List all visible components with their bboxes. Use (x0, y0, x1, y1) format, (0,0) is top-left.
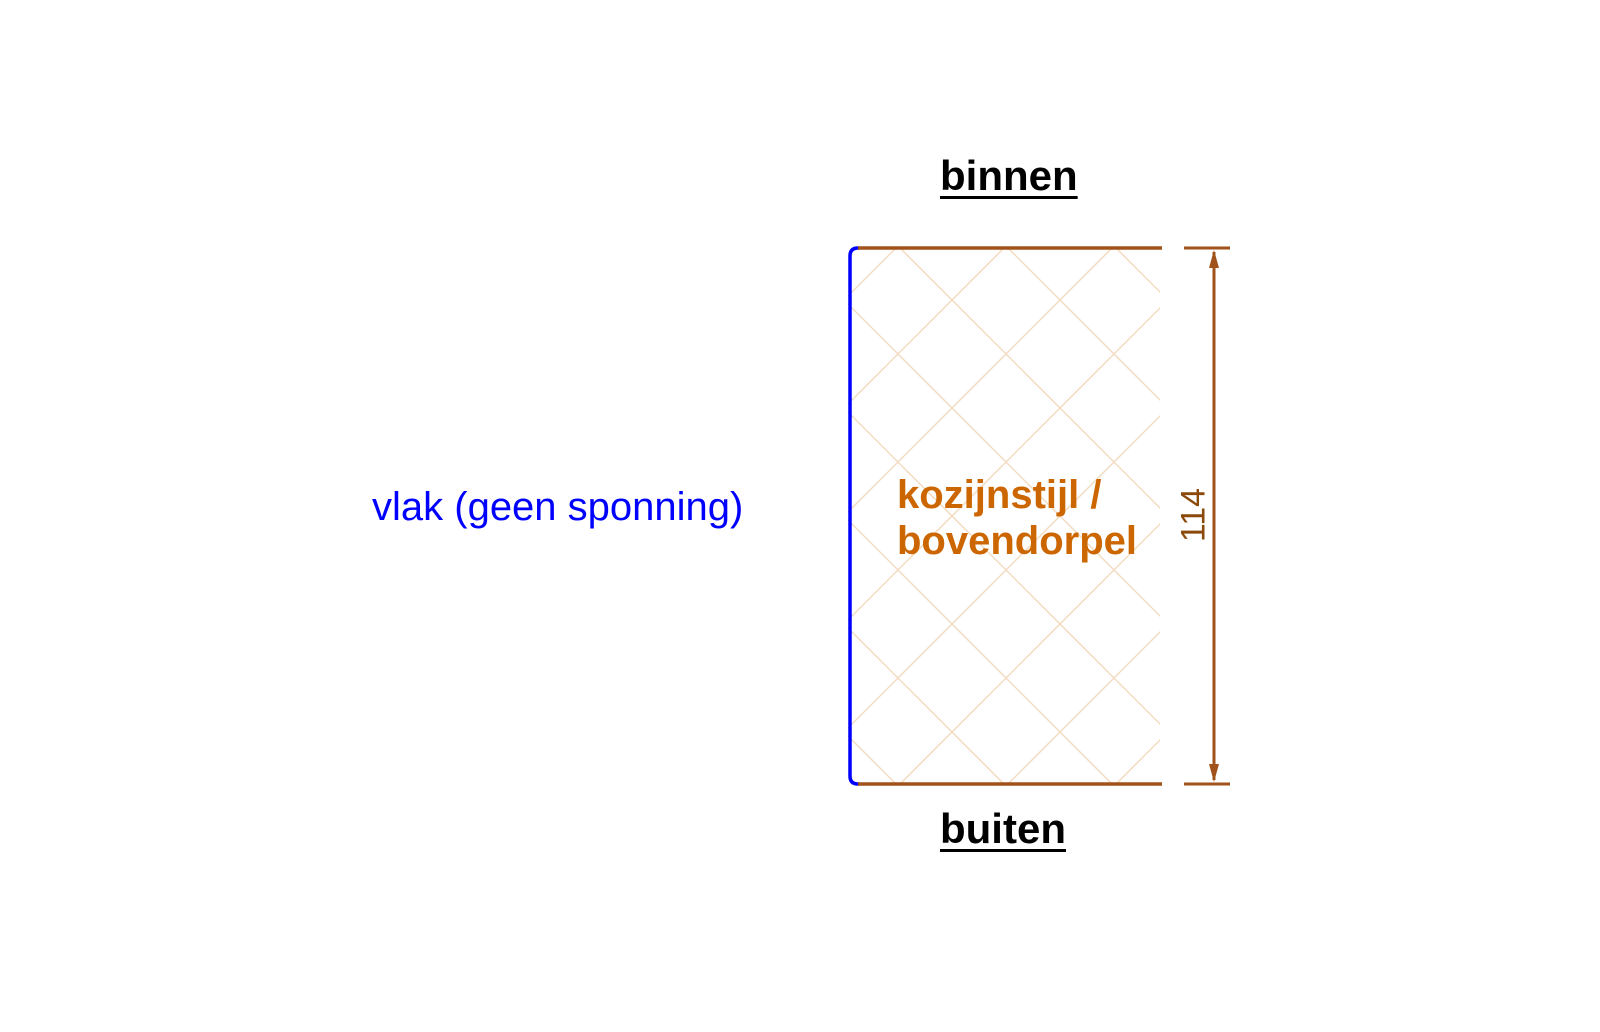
hatch-line (1332, 248, 1600, 784)
dimension-value: 114 (1174, 487, 1213, 543)
hatch-line (1548, 248, 1600, 784)
wood-hatch-pattern (0, 248, 1600, 784)
flat-side-line (848, 246, 860, 786)
hatch-line (1440, 248, 1600, 784)
hatch-line (848, 248, 1005, 406)
flat-side-label: vlak (geen sponning) (372, 485, 744, 529)
hatch-line (899, 248, 1160, 510)
member-label-line-2: bovendorpel (897, 519, 1138, 563)
hatch-line (1548, 248, 1600, 784)
hatch-line (1224, 248, 1600, 784)
hatch-line (848, 626, 1005, 784)
dimension-arrow-top (1209, 250, 1219, 268)
hatch-line (0, 248, 356, 784)
hatch-line (848, 518, 1113, 784)
hatch-line (0, 248, 356, 784)
member-label: kozijnstijl / bovendorpel (897, 472, 1137, 564)
hatch-line (1007, 248, 1160, 402)
hatch-line (899, 522, 1160, 784)
inside-label: binnen (940, 152, 1078, 199)
hatch-line (848, 410, 1160, 726)
outside-label: buiten (940, 805, 1066, 852)
hatch-line (848, 302, 1160, 618)
hatch-line (848, 248, 1113, 514)
member-label-line-1: kozijnstijl / (897, 473, 1102, 517)
hatch-line (1440, 248, 1600, 784)
hatch-line (1224, 248, 1600, 784)
hatch-line (0, 248, 248, 784)
dimension-arrow-bottom (1209, 764, 1219, 782)
hatch-line (0, 248, 248, 784)
hatch-line (1007, 630, 1160, 784)
hatch-line (1332, 248, 1600, 784)
